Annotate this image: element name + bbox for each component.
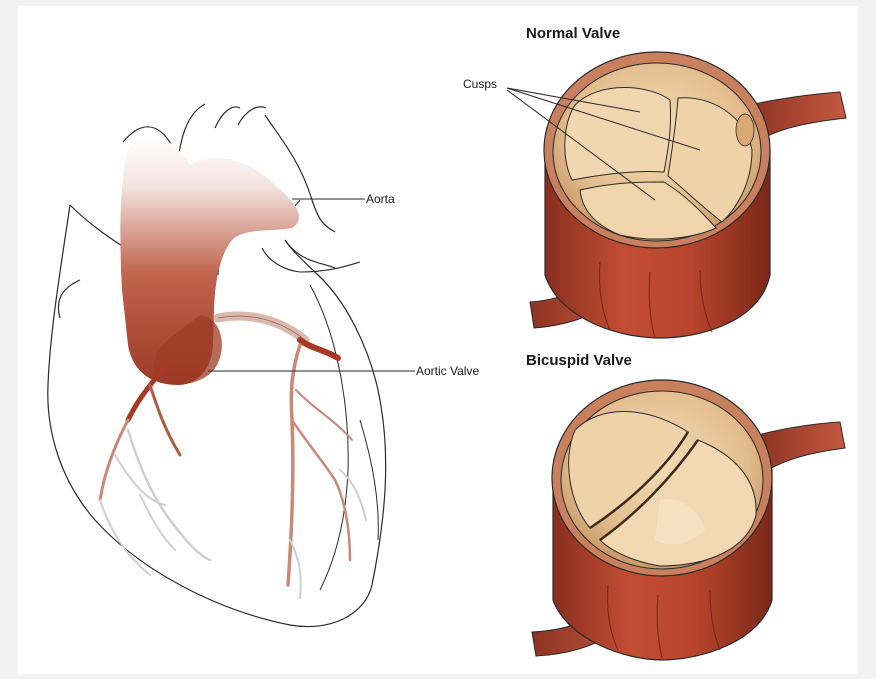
normal-valve-illustration — [507, 52, 846, 338]
heart-illustration — [48, 104, 386, 627]
connecting-vessel — [218, 316, 305, 340]
cusps-label: Cusps — [463, 77, 497, 91]
bicuspid-valve-illustration — [532, 380, 845, 660]
bicuspid-valve-title: Bicuspid Valve — [526, 352, 632, 369]
heart-chamber-lines — [310, 285, 378, 590]
right-coronary-artery — [288, 340, 366, 598]
normal-valve-title: Normal Valve — [526, 25, 620, 42]
aorta-label: Aorta — [366, 192, 395, 206]
heart-outline-right — [262, 240, 360, 272]
aortic-valve-label: Aortic Valve — [416, 364, 479, 378]
left-coronary-artery — [100, 362, 210, 575]
